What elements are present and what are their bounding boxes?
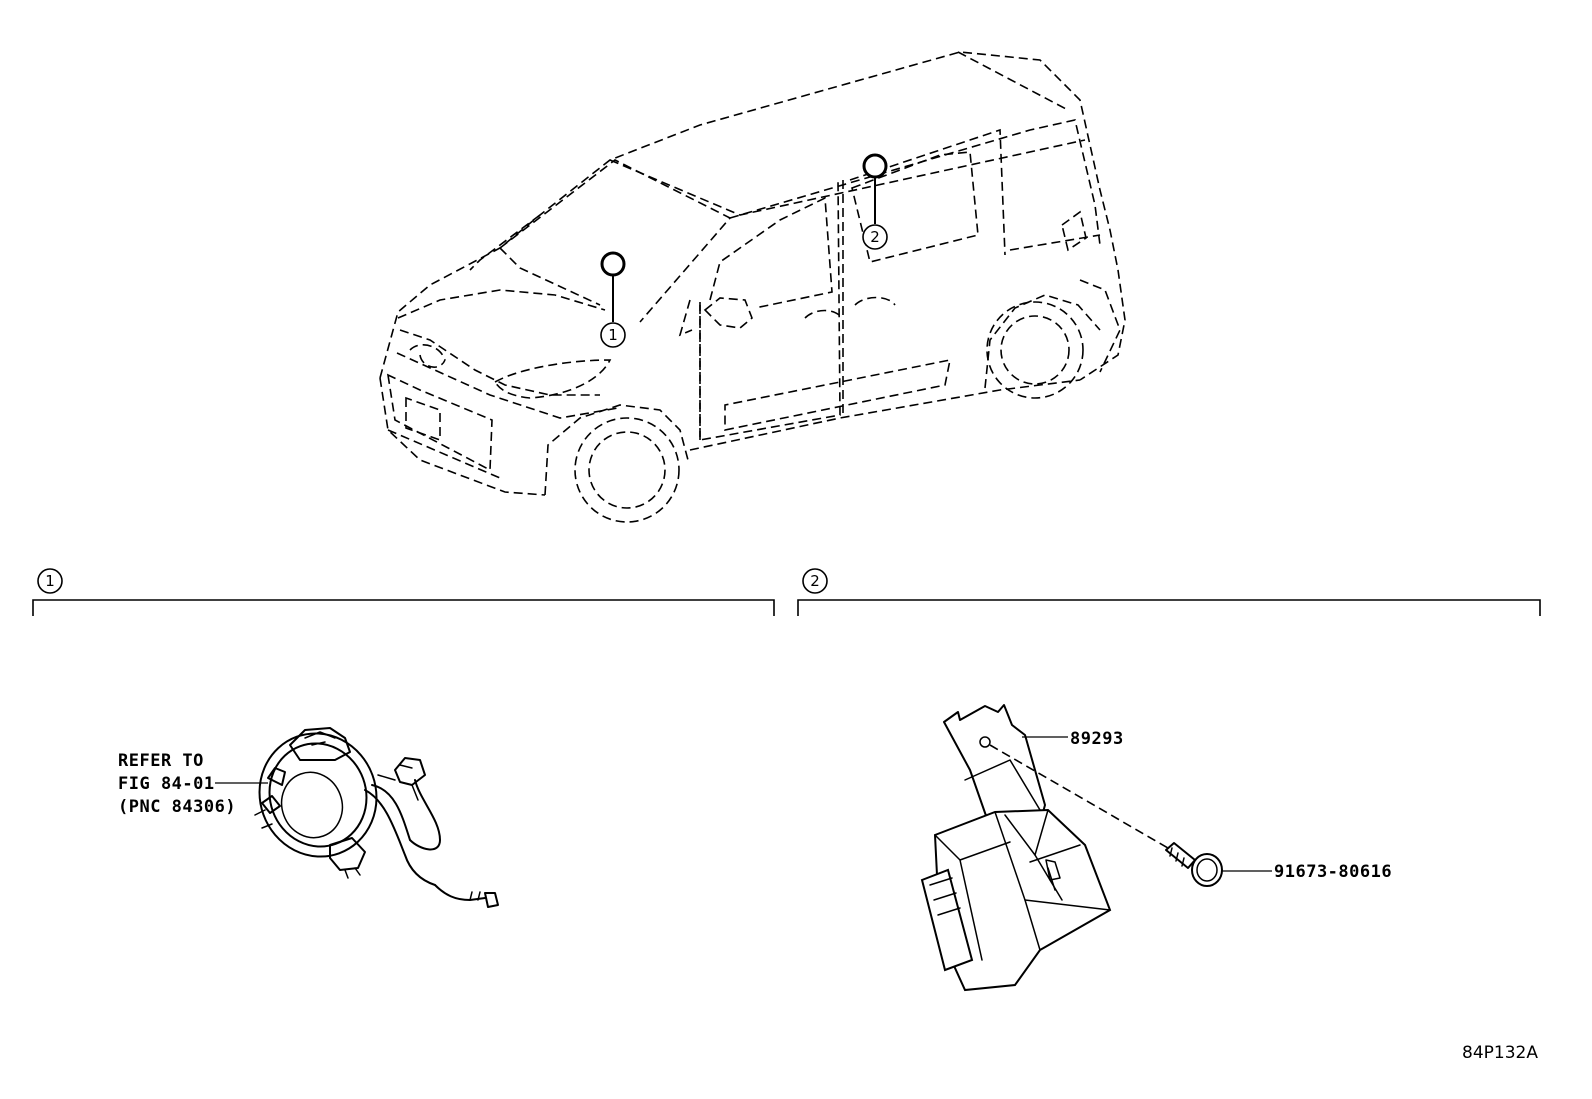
bolt-illustration: [1165, 842, 1223, 887]
bracket-and-ecu-illustration: [920, 704, 1112, 992]
callout-1: 1: [600, 322, 626, 348]
assembly-line: [989, 744, 1169, 849]
vehicle-outline: [379, 51, 1126, 523]
spiral-cable-illustration: [254, 727, 499, 908]
note-line-1: REFER TO: [118, 751, 204, 771]
section-2-number: 2: [810, 572, 820, 590]
part-number-91673-80616: 91673-80616: [1274, 862, 1392, 882]
svg-text:2: 2: [870, 228, 880, 246]
figure-id: 84P132A: [1462, 1043, 1538, 1063]
section-2-header: 2: [797, 568, 1541, 616]
section-1-header: 1: [32, 568, 775, 616]
part-number-89293: 89293: [1070, 729, 1124, 749]
note-line-2: FIG 84-01: [118, 774, 215, 794]
location-marker-2: [862, 153, 888, 224]
section-1-number: 1: [45, 572, 55, 590]
spiral-cable-note: REFER TO FIG 84-01 (PNC 84306): [118, 751, 268, 817]
callout-2: 2: [862, 224, 888, 250]
location-marker-1: [600, 251, 626, 322]
svg-text:1: 1: [608, 326, 618, 344]
note-line-3: (PNC 84306): [118, 797, 236, 817]
